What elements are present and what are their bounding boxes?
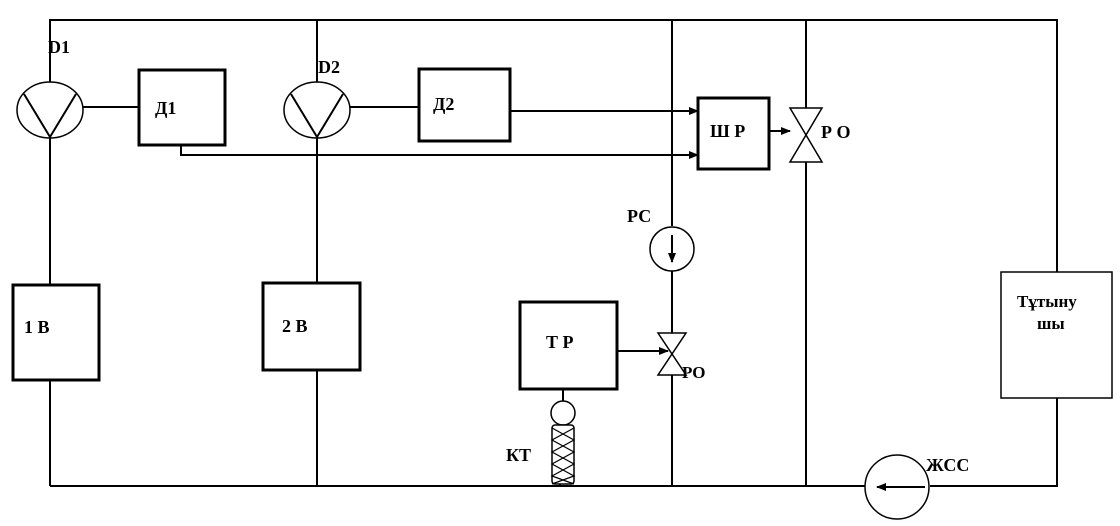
consumer-box [1000,271,1113,399]
regulator-tr [518,300,619,391]
pump-d1-label: D1 [48,37,70,57]
return-pipe-bottom-right [930,398,1058,487]
block-d1 [137,68,227,147]
pump-d2-icon [283,81,351,139]
flow-meter-rs-icon [649,226,695,272]
pump-d2-label: D2 [318,57,340,77]
block-d1-label: Д1 [155,98,176,118]
consumer-label-line2: шы [1037,314,1065,333]
valve-ro-top-label: Р О [821,122,851,142]
boiler-2-label: 2 В [282,316,308,336]
valve-ro-bottom-icon [656,332,688,376]
circulation-pump-zhss-label: ЖСС [926,455,969,475]
boiler-1 [11,283,101,382]
valve-ro-top-icon [788,107,824,163]
consumer-label-line1: Тұтыну [1017,292,1077,311]
flow-meter-rs-label: РС [627,206,651,226]
block-d2-label: Д2 [433,94,454,114]
regulator-shr-label: Ш Р [710,121,745,141]
regulator-tr-label: Т Р [546,332,574,352]
temperature-sensor-kt-label: КТ [506,445,531,465]
valve-ro-bottom-label: РО [682,363,706,382]
temperature-sensor-kt-icon [550,400,576,485]
supply-pipe-top [49,19,1058,272]
signal-d1-to-shr [180,145,699,159]
signal-lines [83,106,791,402]
pump-d1-icon [16,81,84,139]
boiler-1-label: 1 В [24,317,50,337]
block-d2 [417,67,512,143]
boiler-2 [261,281,362,372]
regulator-shr [696,96,771,171]
circulation-pump-zhss-icon [864,454,930,520]
